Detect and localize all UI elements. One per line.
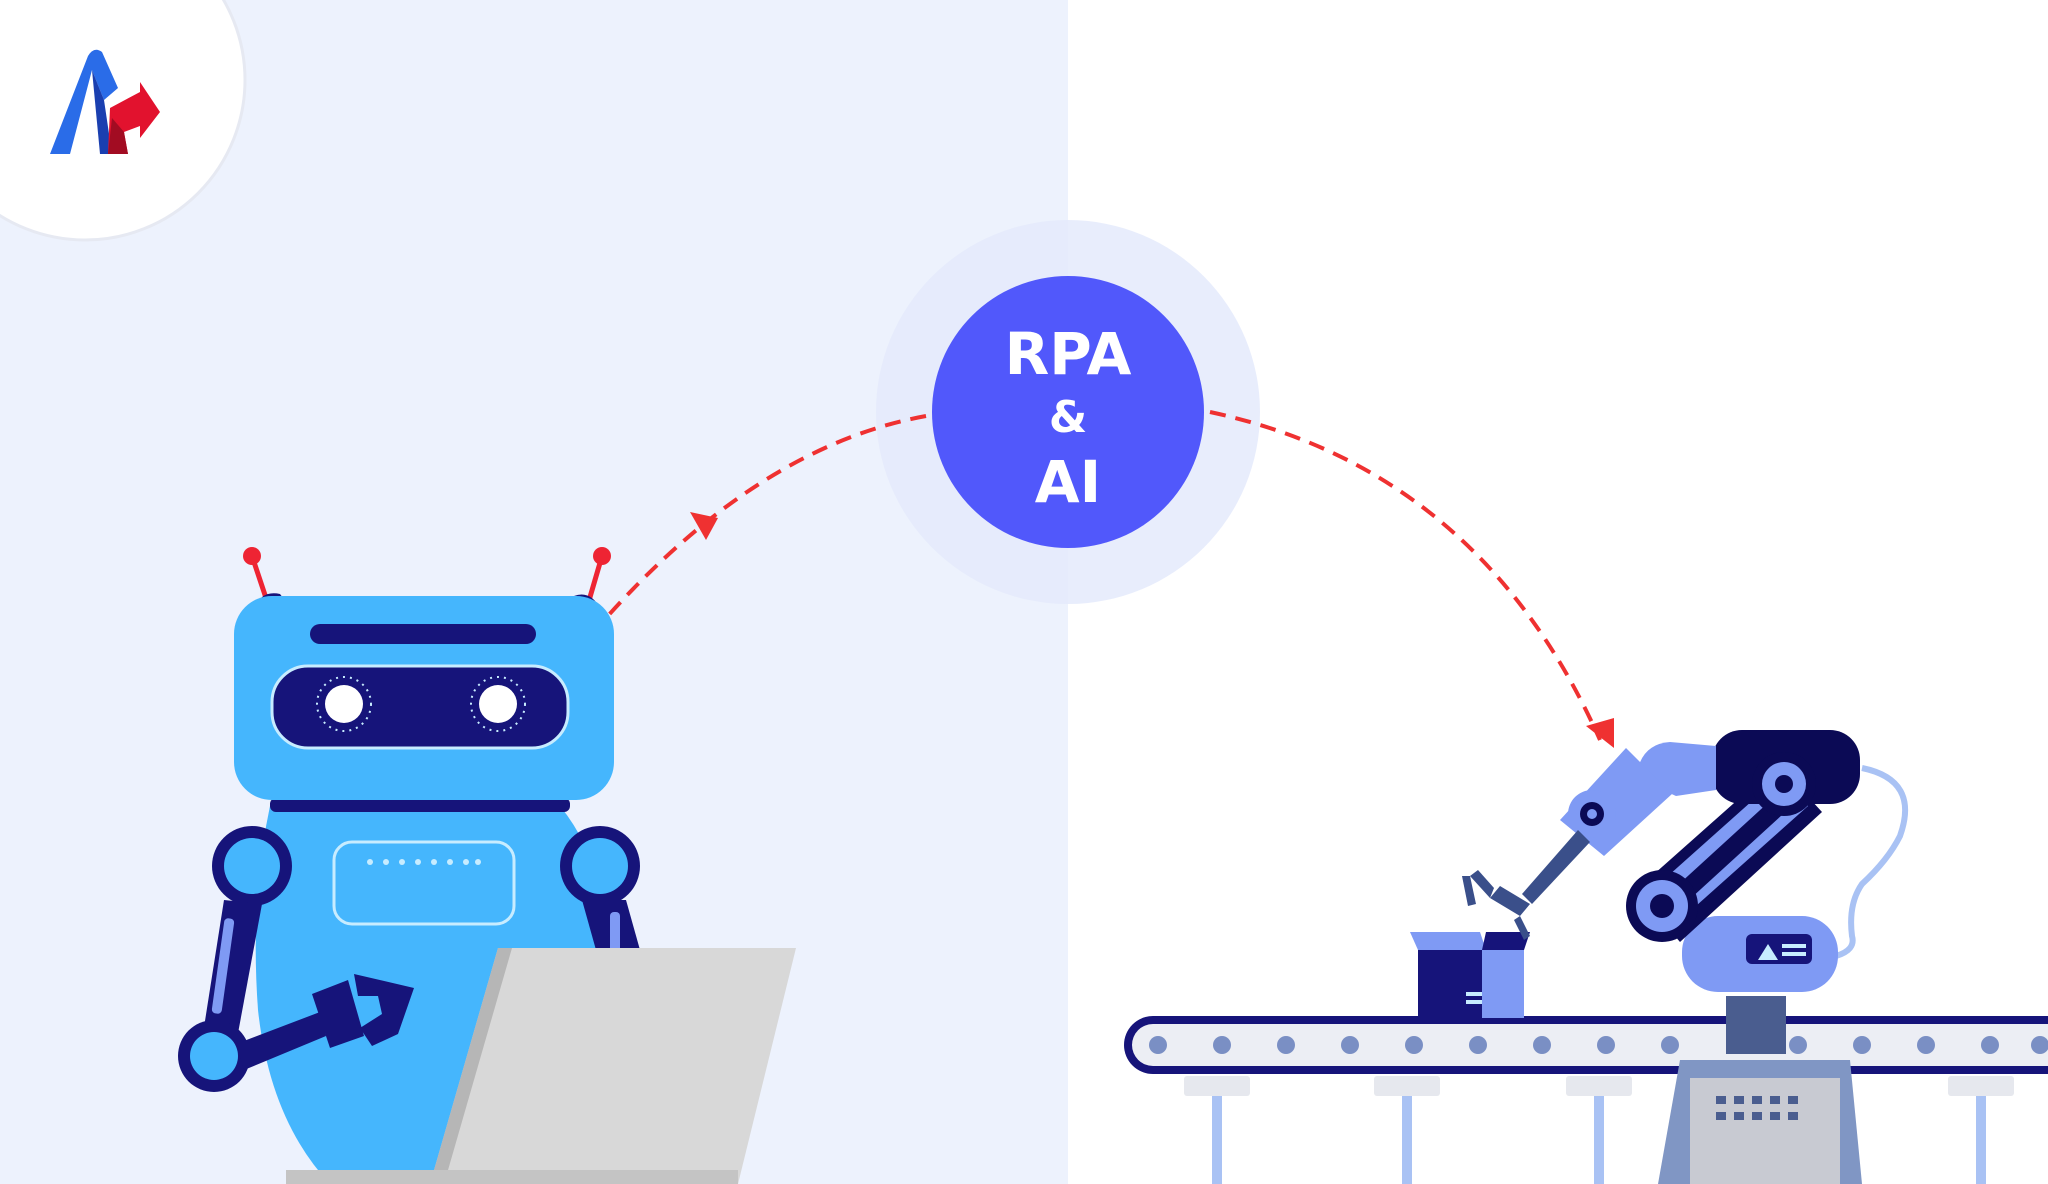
- brand-logo-icon: [50, 49, 160, 154]
- flow-arrows: [604, 410, 1614, 748]
- arrow-right-curve: [1209, 410, 1602, 741]
- arrow-right-head-icon: [1586, 718, 1614, 748]
- badge-text-rpa: RPA: [1005, 320, 1132, 388]
- laptop-icon: [286, 948, 796, 1184]
- badge-circle: [932, 276, 1204, 548]
- right-panel-background: [1068, 0, 2048, 1184]
- conveyor-belt-icon: [1124, 1016, 2048, 1184]
- rpa-ai-badge: RPA & AI: [876, 220, 1260, 604]
- arrow-left-curve: [604, 414, 927, 620]
- box-icon: [1410, 932, 1530, 1018]
- logo-badge[interactable]: [0, 0, 247, 242]
- badge-text-ai: AI: [1035, 448, 1101, 516]
- badge-text-ampersand: &: [1049, 392, 1087, 443]
- robotic-arm-icon: [1462, 730, 1909, 1184]
- arrow-left-head-icon: [690, 512, 718, 540]
